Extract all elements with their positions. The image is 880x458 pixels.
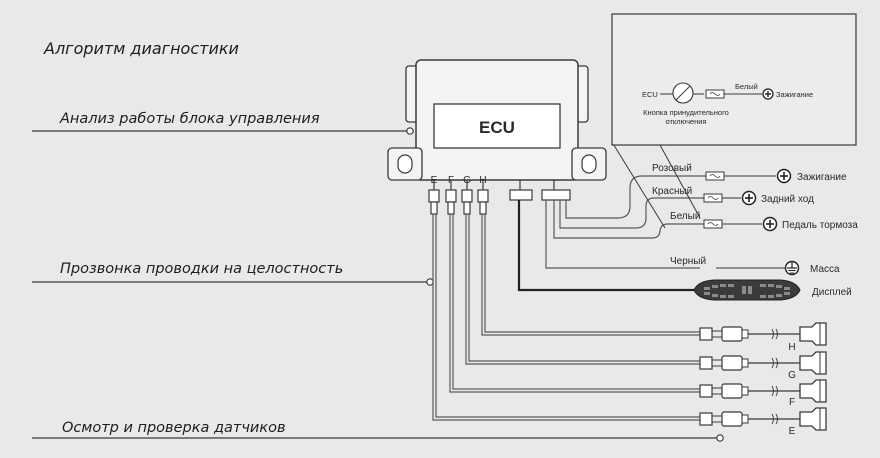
leader-end-wiring <box>426 278 434 286</box>
sensor-cables <box>432 214 700 421</box>
sensor-label-f: F <box>789 397 795 408</box>
heading-sensor-check: Осмотр и проверка датчиков <box>62 420 286 436</box>
fuse-leads <box>722 175 776 225</box>
ecu-unit <box>387 59 607 181</box>
sensor-e <box>699 407 827 431</box>
sensor-label-g: G <box>788 370 796 381</box>
wire-label-red: Красный <box>652 186 692 197</box>
sensor-port-connectors <box>428 189 489 215</box>
inset-ecu-label: ECU <box>642 90 658 99</box>
wire-label-pink: Розовый <box>652 163 692 174</box>
port-stubs <box>433 180 555 190</box>
terminal-label-ignition: Зажигание <box>797 172 847 183</box>
ground-icon <box>784 260 800 276</box>
power-wires <box>545 175 790 269</box>
display-unit <box>693 279 801 301</box>
leader-end-sensor <box>716 434 724 442</box>
inset-button-label-line1: Кнопка принудительного <box>643 108 729 117</box>
terminal-label-reverse: Задний ход <box>761 194 814 205</box>
inset-button-label-line2: отключения <box>665 117 706 126</box>
sensor-f <box>699 379 827 403</box>
ecu-label: ECU <box>479 118 515 137</box>
display-label: Дисплей <box>812 287 852 298</box>
wire-label-white: Белый <box>670 211 700 222</box>
inset-callout <box>611 13 857 229</box>
heading-wiring-check: Прозвонка проводки на целостность <box>60 261 343 277</box>
fuse-red <box>703 193 723 203</box>
terminal-brake-plus-icon <box>762 216 778 232</box>
power-connector <box>541 189 571 201</box>
inset-plus-icon <box>762 88 774 100</box>
fuse-white <box>703 219 723 229</box>
diagnostics-title: Алгоритм диагностики <box>43 39 239 58</box>
sensor-label-h: H <box>788 342 795 353</box>
leader-end-ecu <box>406 127 414 135</box>
sensor-g <box>699 351 827 375</box>
display-connector <box>509 189 533 201</box>
inset-wiring <box>660 82 762 104</box>
terminal-ignition-plus-icon <box>776 168 792 184</box>
heading-ecu-analysis: Анализ работы блока управления <box>59 111 320 127</box>
inset-wire-label: Белый <box>735 82 758 91</box>
sensor-h <box>699 322 827 346</box>
inset-terminal-label: Зажигание <box>776 90 813 99</box>
terminal-label-ground: Масса <box>810 264 840 275</box>
display-cable <box>517 200 700 292</box>
terminal-label-brake: Педаль тормоза <box>782 220 858 231</box>
fuse-pink <box>705 171 725 181</box>
sensor-label-e: E <box>789 426 796 437</box>
wire-label-black: Черный <box>670 256 706 267</box>
terminal-reverse-plus-icon <box>741 190 757 206</box>
